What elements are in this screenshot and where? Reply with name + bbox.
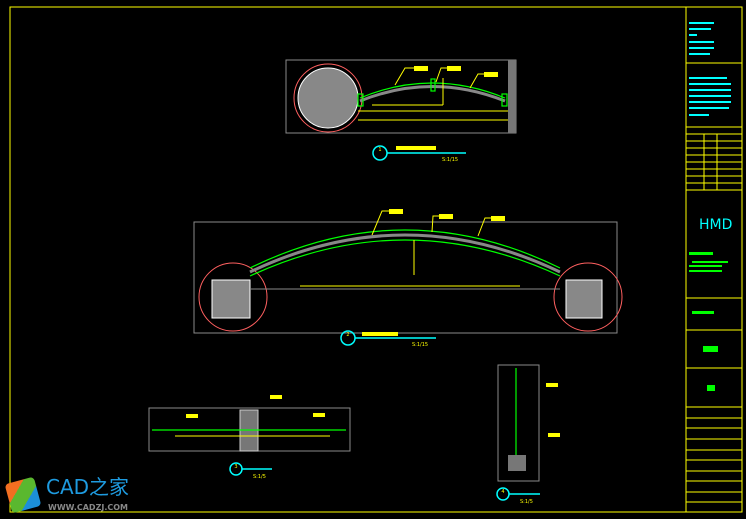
view-3-title: 3 S:1/5	[229, 462, 272, 480]
view-1-arc-plan	[285, 59, 517, 134]
view-3-section	[148, 395, 351, 452]
view-1-title: 1 S:1/15	[372, 145, 466, 163]
cadzj-watermark: CAD之家 WWW.CADZJ.COM	[4, 475, 144, 516]
svg-text:1: 1	[378, 147, 381, 153]
svg-text:S:1/15: S:1/15	[442, 157, 458, 163]
svg-text:S:1/15: S:1/15	[412, 342, 428, 348]
watermark-url: WWW.CADZJ.COM	[48, 503, 129, 512]
view-4-detail	[497, 364, 560, 482]
svg-text:4: 4	[501, 489, 504, 495]
watermark-title: CAD之家	[46, 475, 130, 499]
svg-text:3: 3	[234, 464, 237, 470]
hmd-logo: HMD	[699, 217, 732, 233]
title-block: HMD	[685, 7, 742, 512]
svg-text:S:1/5: S:1/5	[520, 499, 533, 505]
view-4-title: 4 S:1/5	[496, 487, 540, 505]
svg-text:2: 2	[346, 332, 349, 338]
svg-text:S:1/5: S:1/5	[253, 474, 266, 480]
view-2-title: 2 S:1/15	[340, 330, 436, 348]
view-2-arc-elevation	[193, 209, 623, 334]
sheet-frame	[9, 6, 743, 513]
cadzj-logo-icon	[4, 476, 42, 514]
